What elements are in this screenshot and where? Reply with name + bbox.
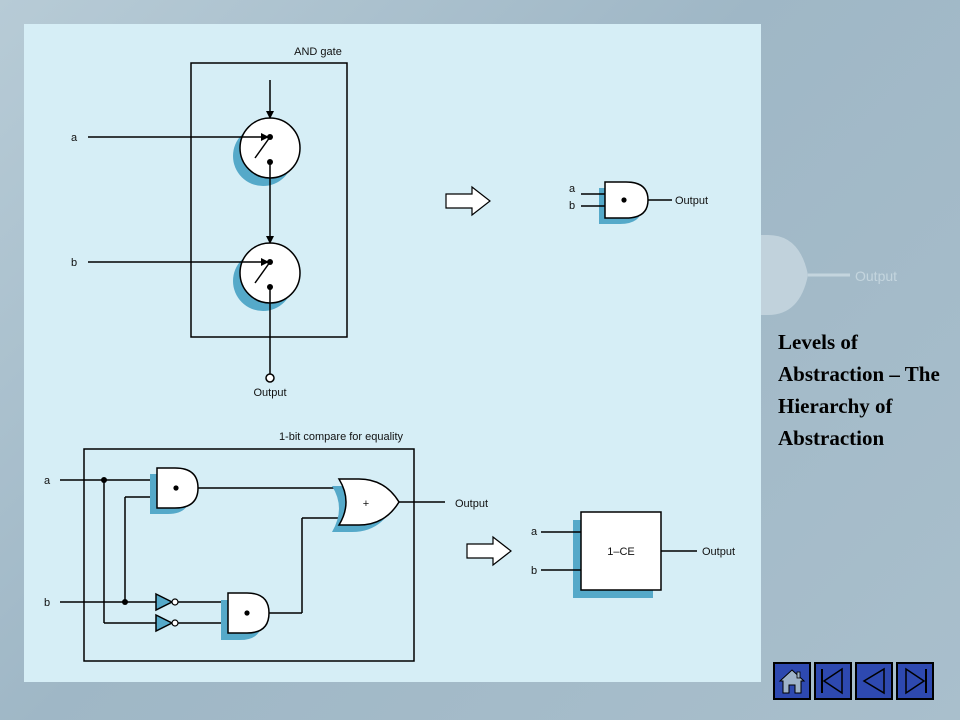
and-gate-frame bbox=[190, 62, 348, 338]
or-gate-symbol: + bbox=[363, 498, 369, 510]
compare-output-label: Output bbox=[455, 498, 488, 510]
and-gate-input-a-label: a bbox=[71, 132, 78, 144]
switch-top bbox=[233, 117, 301, 186]
and-gate-symbol: a b Output bbox=[569, 181, 708, 224]
background-watermark-label: Output bbox=[855, 268, 897, 284]
ce-output-label: Output bbox=[702, 546, 735, 558]
and-gate-input-b-label: b bbox=[71, 257, 77, 269]
prev-icon bbox=[857, 664, 891, 698]
and-symbol-output-label: Output bbox=[675, 195, 708, 207]
compare-title: 1-bit compare for equality bbox=[279, 431, 404, 443]
and-gate-output-label: Output bbox=[253, 387, 286, 399]
figure-panel: AND gate a b Output bbox=[24, 24, 761, 682]
slide-title: Levels of Abstraction – The Hierarchy of… bbox=[778, 330, 940, 450]
last-icon bbox=[898, 664, 932, 698]
first-icon bbox=[816, 664, 850, 698]
and-gate-switch-diagram: AND gate a b Output bbox=[71, 46, 348, 399]
ce-block: 1–CE a b Output bbox=[531, 511, 735, 598]
compare-circuit: 1-bit compare for equality bbox=[44, 431, 488, 662]
switch-bottom bbox=[233, 242, 301, 311]
compare-input-b-label: b bbox=[44, 597, 50, 609]
and-gate-output-terminal bbox=[265, 373, 275, 383]
compare-and-gate-lower bbox=[221, 592, 270, 640]
and-symbol-input-a-label: a bbox=[569, 183, 576, 195]
compare-and-gate-upper bbox=[150, 467, 199, 514]
abstraction-arrow-bottom bbox=[466, 535, 512, 567]
abstraction-arrow-top bbox=[445, 185, 491, 217]
compare-not-gate-lower bbox=[155, 613, 179, 633]
home-icon bbox=[775, 664, 809, 698]
previous-slide-button[interactable] bbox=[855, 662, 893, 700]
compare-frame bbox=[83, 448, 415, 662]
compare-input-a-label: a bbox=[44, 475, 51, 487]
and-symbol-input-b-label: b bbox=[569, 200, 575, 212]
ce-input-b-label: b bbox=[531, 565, 537, 577]
compare-or-gate: + bbox=[332, 478, 400, 532]
and-gate-title: AND gate bbox=[294, 46, 342, 58]
first-slide-button[interactable] bbox=[814, 662, 852, 700]
ce-input-a-label: a bbox=[531, 526, 538, 538]
last-slide-button[interactable] bbox=[896, 662, 934, 700]
ce-block-label: 1–CE bbox=[607, 546, 635, 558]
compare-not-gate-upper bbox=[155, 592, 179, 612]
home-button[interactable] bbox=[773, 662, 811, 700]
